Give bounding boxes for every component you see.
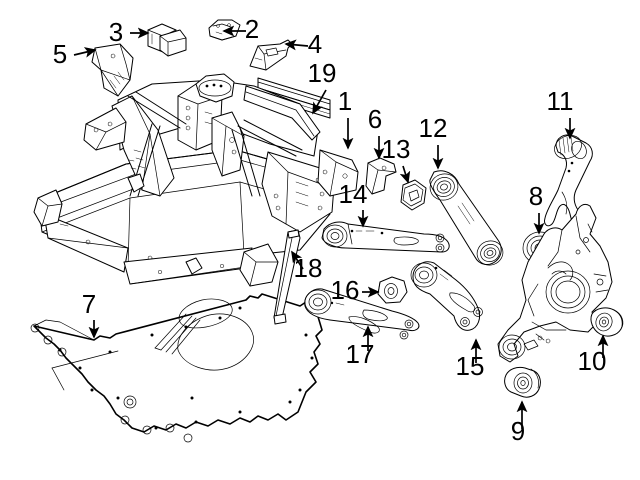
- part-underbody-shield-panel: [30, 293, 323, 443]
- part-lower-control-arm: [304, 288, 420, 340]
- callout-number-15: 15: [456, 351, 485, 381]
- part-camber-link: [429, 170, 504, 266]
- callout-number-9: 9: [511, 416, 525, 446]
- part-small-bracket: [365, 157, 397, 195]
- callout-number-2: 2: [245, 14, 259, 44]
- callout-4: 4: [284, 29, 322, 59]
- part-stopper-bushing: [377, 276, 408, 304]
- callout-number-10: 10: [578, 346, 607, 376]
- callout-7: 7: [82, 289, 100, 339]
- part-upper-control-arm: [544, 134, 593, 237]
- part-trailing-link: [410, 261, 483, 331]
- callout-number-14: 14: [339, 179, 368, 209]
- callout-1: 1: [338, 86, 354, 150]
- callout-number-13: 13: [382, 134, 411, 164]
- callout-8: 8: [529, 181, 545, 235]
- callout-leader-13: [399, 165, 411, 184]
- part-bushing-block: [400, 179, 427, 211]
- callout-3: 3: [109, 17, 150, 47]
- part-front-mount-bracket: [147, 23, 187, 57]
- part-toe-link-arm: [321, 221, 450, 253]
- callout-19: 19: [308, 58, 337, 115]
- callout-12: 12: [419, 113, 448, 170]
- callout-number-3: 3: [109, 17, 123, 47]
- callout-13: 13: [382, 134, 411, 184]
- callout-number-12: 12: [419, 113, 448, 143]
- callout-leader-4: [284, 39, 309, 51]
- callout-number-1: 1: [338, 86, 352, 116]
- callout-leader-19: [312, 89, 327, 115]
- callout-6: 6: [368, 104, 385, 160]
- callout-number-18: 18: [294, 253, 323, 283]
- callout-2: 2: [222, 14, 259, 44]
- callout-9: 9: [511, 400, 528, 446]
- callout-14: 14: [339, 179, 369, 228]
- part-left-mount-bracket: [91, 43, 134, 97]
- callout-number-19: 19: [308, 58, 337, 88]
- callout-number-8: 8: [529, 181, 543, 211]
- callout-number-7: 7: [82, 289, 96, 319]
- callout-number-11: 11: [547, 86, 574, 116]
- part-bushing-lower: [504, 366, 541, 398]
- part-bushing-outer: [590, 307, 624, 337]
- callout-number-5: 5: [53, 39, 67, 69]
- callout-18: 18: [291, 250, 323, 283]
- callout-16: 16: [331, 275, 380, 305]
- callout-5: 5: [53, 39, 97, 69]
- callout-number-16: 16: [331, 275, 360, 305]
- callout-leader-5: [73, 47, 97, 58]
- callout-number-6: 6: [368, 104, 382, 134]
- part-rear-subframe-crossmember-assembly: [33, 73, 359, 287]
- part-heat-shield-plate: [249, 39, 293, 71]
- callout-15: 15: [456, 338, 485, 381]
- callout-number-4: 4: [308, 29, 322, 59]
- part-rear-wheel-knuckle: [497, 203, 613, 363]
- callout-11: 11: [547, 86, 576, 140]
- callout-17: 17: [346, 325, 375, 369]
- callout-number-17: 17: [346, 339, 375, 369]
- callout-10: 10: [578, 334, 609, 376]
- callout-leader-18: [291, 250, 304, 270]
- part-upper-mount-bracket: [208, 19, 241, 41]
